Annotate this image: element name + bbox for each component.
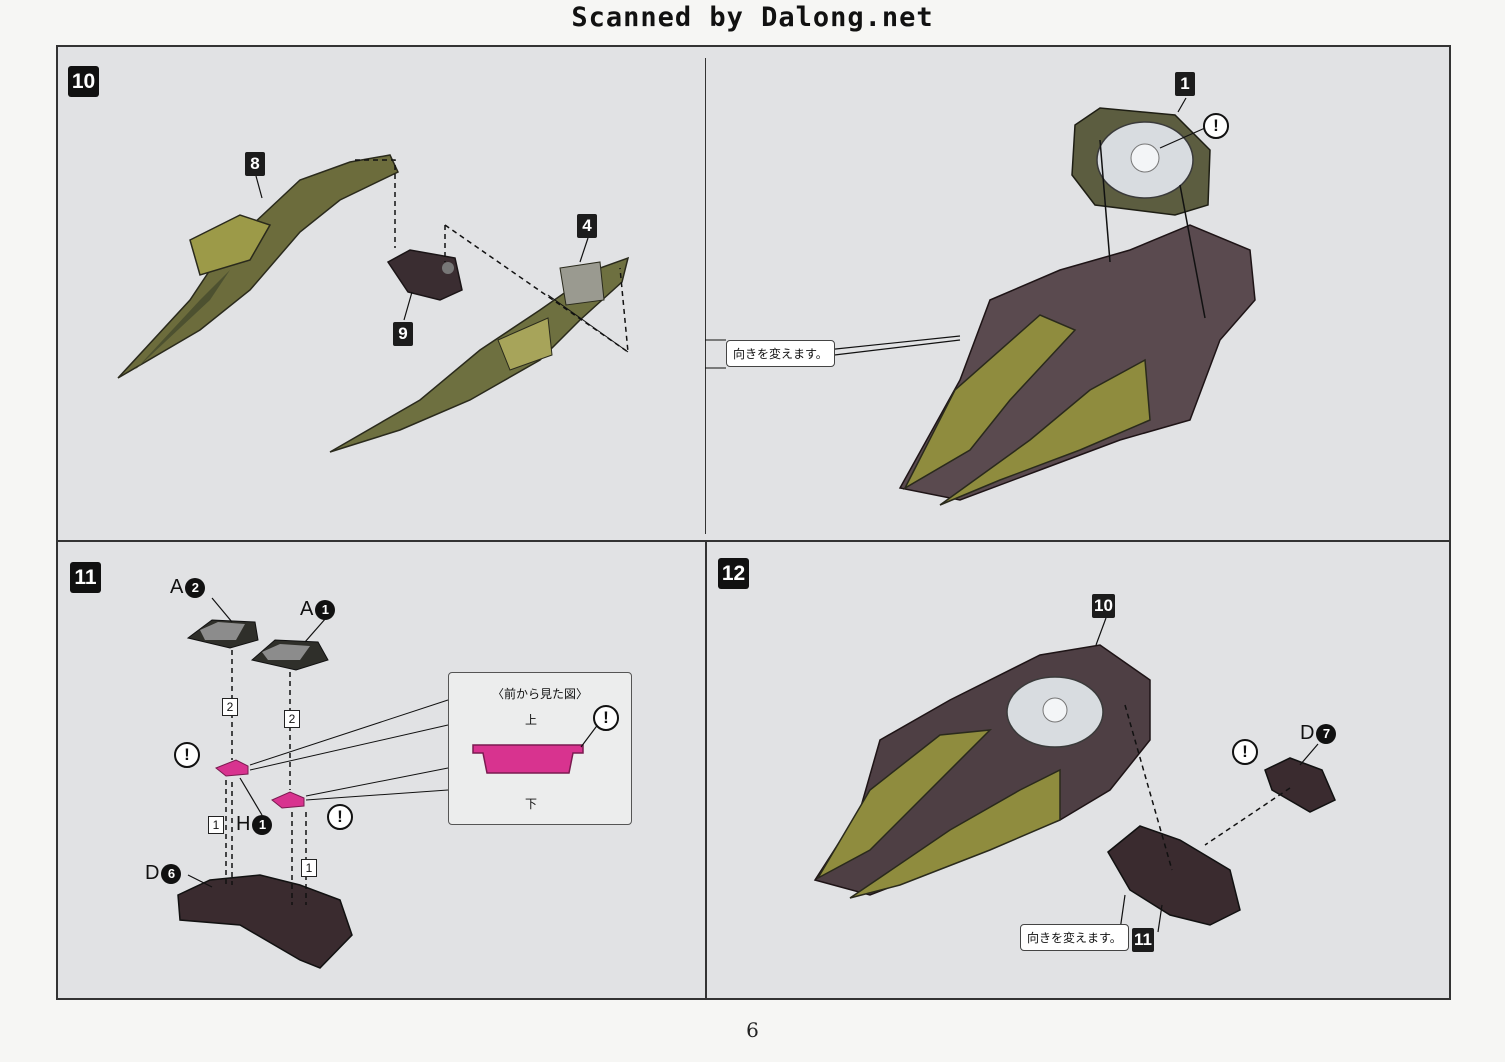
inset-top-label: 上 bbox=[525, 713, 538, 727]
callout-8: 8 bbox=[245, 152, 265, 176]
rotate-note: 向きを変えます。 bbox=[1020, 924, 1129, 951]
part-1-turbine-illustration bbox=[1071, 107, 1211, 216]
inset-part-view bbox=[472, 722, 600, 774]
step-number-12: 12 bbox=[718, 558, 749, 589]
order-box-1b: 1 bbox=[301, 859, 317, 877]
part-8-blade-illustration bbox=[117, 154, 399, 379]
order-box-2a: 2 bbox=[222, 698, 238, 716]
part-h1-pink-illustration bbox=[215, 759, 305, 809]
page-number: 6 bbox=[746, 1018, 759, 1042]
callout-10: 10 bbox=[1092, 594, 1115, 618]
order-box-1a: 1 bbox=[208, 816, 224, 834]
callout-11: 11 bbox=[1132, 928, 1154, 952]
warning-icon: ! bbox=[1232, 739, 1258, 765]
step-number-11: 11 bbox=[70, 562, 101, 593]
callout-4: 4 bbox=[577, 214, 597, 238]
scan-header: Scanned by Dalong.net bbox=[571, 2, 934, 33]
inset-title: 〈前から見た図〉 bbox=[491, 687, 588, 701]
rotate-note: 向きを変えます。 bbox=[726, 340, 835, 367]
part-11-assembly-illustration bbox=[1107, 825, 1241, 926]
order-box-2b: 2 bbox=[284, 710, 300, 728]
callout-9: 9 bbox=[393, 322, 413, 346]
warning-icon: ! bbox=[1203, 113, 1229, 139]
step12-assembly-illustration bbox=[813, 644, 1151, 899]
vertical-divider bbox=[705, 540, 707, 1000]
part-9-joint-illustration bbox=[386, 249, 463, 301]
step-number-10: 10 bbox=[68, 66, 99, 97]
part-a1-illustration bbox=[250, 639, 329, 671]
part-a2-illustration bbox=[186, 619, 259, 649]
warning-icon: ! bbox=[327, 804, 353, 830]
front-view-inset: 〈前から見た図〉 上 下 ! bbox=[448, 672, 632, 825]
horizontal-divider bbox=[56, 540, 1451, 542]
part-d7-illustration bbox=[1264, 757, 1336, 813]
warning-icon: ! bbox=[593, 705, 619, 731]
part-4-blade-illustration bbox=[329, 256, 630, 453]
assembled-claw-illustration bbox=[898, 224, 1256, 506]
part-d6-illustration bbox=[177, 874, 353, 969]
warning-icon: ! bbox=[174, 742, 200, 768]
callout-1: 1 bbox=[1175, 72, 1195, 96]
inset-bottom-label: 下 bbox=[525, 797, 538, 811]
step10-separator-line bbox=[705, 58, 706, 534]
